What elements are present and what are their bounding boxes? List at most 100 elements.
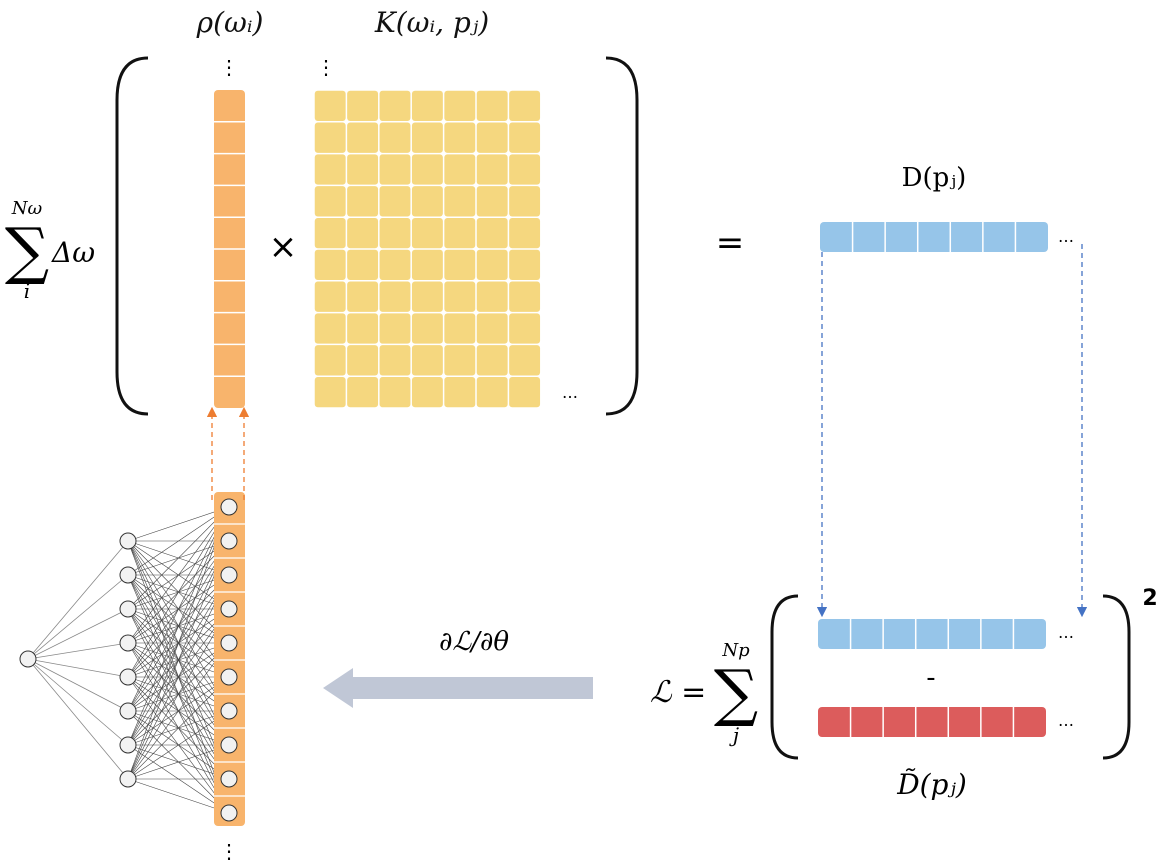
sum-p-lower: j — [729, 723, 739, 747]
nn-node — [119, 566, 137, 584]
nn-edge — [127, 540, 230, 780]
kernel-cell — [476, 186, 508, 217]
kernel-cell — [314, 249, 346, 281]
kernel-cell — [509, 217, 541, 249]
kernel-cell — [411, 376, 443, 408]
kernel-cell — [444, 249, 476, 281]
kernel-cell — [347, 249, 379, 281]
right-paren — [605, 56, 639, 416]
nn-edge — [127, 506, 230, 542]
kernel-cell — [314, 313, 346, 344]
nn-node — [119, 532, 137, 550]
kernel-cell — [314, 154, 346, 185]
square-exponent: 2 — [1142, 586, 1157, 611]
kernel-cell — [347, 186, 379, 217]
kernel-cell — [509, 376, 541, 408]
nn-node — [119, 702, 137, 720]
kernel-cell — [314, 281, 346, 312]
loss-right-paren — [1102, 594, 1131, 760]
kernel-cell — [509, 122, 541, 153]
kernel-cell — [347, 122, 379, 153]
data-row-repeat — [818, 619, 1046, 649]
kernel-cell — [444, 186, 476, 217]
kernel-cell — [379, 281, 411, 312]
kernel-cell — [444, 281, 476, 312]
kernel-cell — [379, 154, 411, 185]
kernel-cell — [411, 122, 443, 153]
nn-node — [220, 702, 238, 720]
kernel-cell — [379, 217, 411, 249]
gradient-arrow — [323, 668, 593, 708]
sum-omega-symbol: ∑ — [5, 214, 49, 287]
kernel-cell — [411, 217, 443, 249]
kernel-cell — [314, 186, 346, 217]
nn-edge — [27, 658, 129, 780]
kernel-cell — [347, 154, 379, 185]
kernel-cell — [379, 345, 411, 376]
nn-node — [220, 600, 238, 618]
data-row-bg — [820, 222, 1048, 252]
kernel-cell — [314, 345, 346, 376]
nn-edges — [27, 506, 230, 814]
sum-p-symbol: ∑ — [714, 656, 758, 729]
kernel-cell — [411, 345, 443, 376]
kernel-cell — [411, 313, 443, 344]
rho-vector — [214, 90, 245, 408]
kernel-cell — [444, 217, 476, 249]
kernel-cell — [379, 249, 411, 281]
kernel-cell — [476, 313, 508, 344]
nn-edge — [27, 642, 129, 660]
kernel-cell — [476, 281, 508, 312]
kernel-cell — [379, 376, 411, 408]
sum-p-upper: Np — [721, 640, 750, 661]
nn-edge — [127, 574, 230, 780]
nn-edge — [127, 506, 230, 712]
kernel-cell — [444, 154, 476, 185]
kernel-cell — [347, 313, 379, 344]
delta-omega: Δω — [51, 236, 95, 269]
nn-edge — [127, 506, 230, 576]
gradient-label: ∂ℒ/∂θ — [439, 627, 509, 657]
rho-label: ρ(ωᵢ) — [196, 6, 264, 39]
kernel-cell — [379, 313, 411, 344]
nn-edge — [127, 506, 230, 610]
left-paren — [115, 56, 149, 416]
kernel-cell — [509, 313, 541, 344]
data-tilde-row-bg — [818, 707, 1046, 737]
kernel-cell — [476, 90, 508, 122]
nn-node — [220, 736, 238, 754]
kernel-cell — [476, 122, 508, 153]
kernel-cell — [509, 249, 541, 281]
kernel-cell — [444, 345, 476, 376]
kernel-cell — [347, 281, 379, 312]
data-tilde-label: D̃(pⱼ) — [896, 768, 967, 801]
kernel-cell — [314, 90, 346, 122]
loss-lhs: ℒ = — [650, 675, 706, 710]
sum-omega-lower: i — [24, 279, 30, 303]
loss-left-paren — [770, 594, 799, 760]
nn-node — [19, 650, 37, 668]
nn-edge — [27, 608, 129, 660]
nn-node — [220, 634, 238, 652]
nn-node — [220, 566, 238, 584]
kernel-cell — [444, 376, 476, 408]
kernel-cell — [411, 90, 443, 122]
nn-edge — [127, 506, 230, 678]
data-row-repeat-bg — [818, 619, 1046, 649]
nn-edge — [127, 506, 230, 644]
kernel-cell — [509, 186, 541, 217]
kernel-cell — [476, 217, 508, 249]
kernel-cell — [411, 154, 443, 185]
kernel-cell — [444, 313, 476, 344]
kernel-cell — [476, 249, 508, 281]
data-label: D(pⱼ) — [902, 163, 967, 193]
nn-node — [119, 634, 137, 652]
nn-node — [119, 668, 137, 686]
rho-top-vdots: ⋮ — [219, 55, 239, 79]
kernel-cell — [509, 345, 541, 376]
kernel-cell — [379, 90, 411, 122]
kernel-cell — [347, 345, 379, 376]
kernel-cell — [314, 376, 346, 408]
kernel-cell — [476, 154, 508, 185]
